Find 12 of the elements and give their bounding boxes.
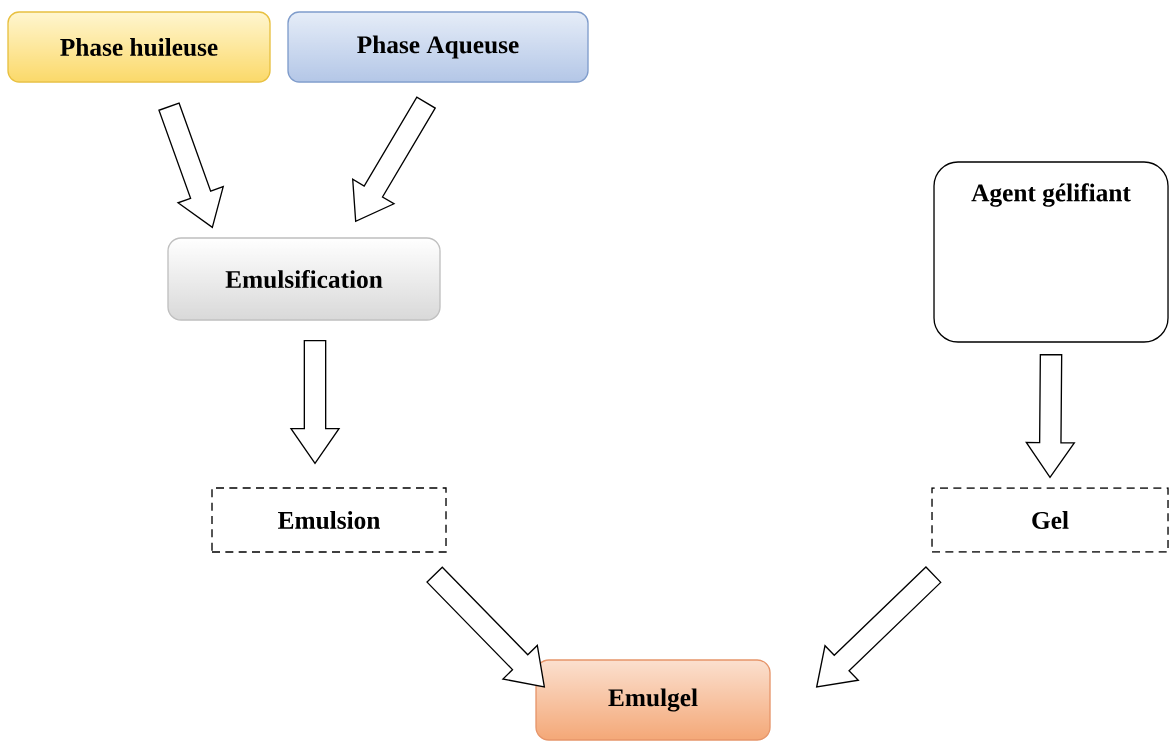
result-box: Emulgel [535, 659, 771, 741]
block-arrow [289, 340, 341, 465]
input-box: Agent gélifiant [933, 161, 1169, 343]
result-box: Emulsion [211, 487, 447, 553]
process-box: Phase Aqueuse [287, 11, 589, 83]
block-arrow [426, 566, 546, 688]
block-arrow [158, 102, 225, 229]
process-box: Emulsification [167, 237, 441, 321]
result-box: Gel [931, 487, 1169, 553]
block-arrow [815, 566, 942, 688]
process-box: Phase huileuse [7, 11, 271, 83]
block-arrow [1025, 353, 1076, 479]
